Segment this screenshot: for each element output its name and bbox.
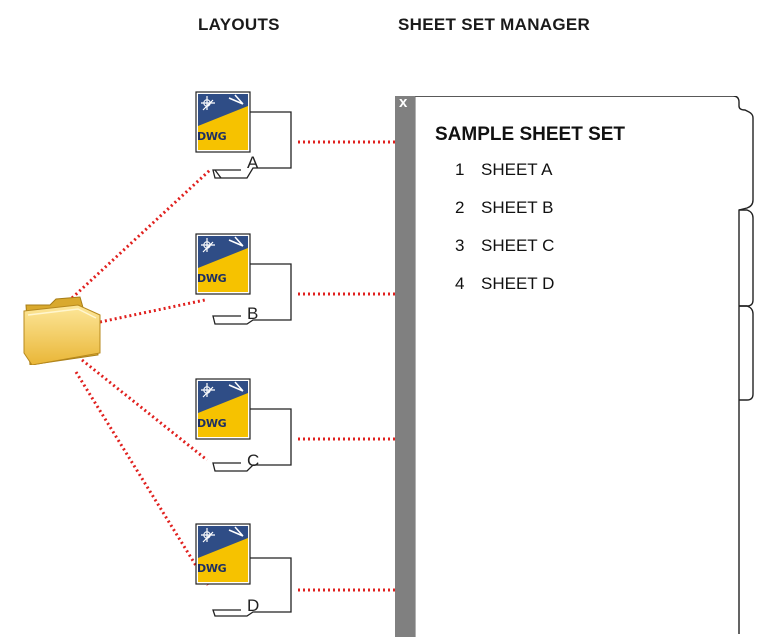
dwg-badge: DWG — [197, 272, 227, 285]
dwg-file-icon — [195, 91, 251, 153]
dwg-file-icon — [195, 233, 251, 295]
dwg-file-icon — [195, 523, 251, 585]
layout-a[interactable]: DWG A — [193, 90, 293, 184]
layout-b[interactable]: DWG B — [193, 232, 293, 326]
sheet-outline — [212, 111, 292, 179]
layout-letter: A — [247, 153, 259, 172]
divider-tab — [739, 209, 754, 307]
sheet-set-title[interactable]: SAMPLE SHEET SET — [435, 124, 626, 145]
sheet-outline — [212, 408, 292, 472]
layout-letter: C — [247, 451, 260, 470]
sheet-name: SHEET D — [481, 274, 555, 293]
sheet-outline — [212, 263, 292, 325]
dwg-badge: DWG — [197, 130, 227, 143]
sheet-list: 1 SHEET A 2 SHEET B 3 SHEET C 4 SHEET D — [455, 160, 554, 312]
sheet-number: 4 — [455, 274, 465, 293]
sheet-name: SHEET B — [481, 198, 554, 217]
layouts-heading: LAYOUTS — [198, 15, 280, 34]
sheet-list-item[interactable]: 3 SHEET C — [455, 236, 554, 274]
panel-outline — [415, 96, 754, 634]
sheet-list-item[interactable]: 2 SHEET B — [455, 198, 554, 236]
sheet-number: 1 — [455, 160, 465, 179]
sheet-number: 3 — [455, 236, 465, 255]
dwg-badge: DWG — [197, 417, 227, 430]
dwg-file-icon — [195, 378, 251, 440]
layout-letter: B — [247, 304, 259, 323]
sheet-list-item[interactable]: 4 SHEET D — [455, 274, 554, 312]
sheet-outline — [212, 557, 292, 617]
layout-letter: D — [247, 596, 260, 615]
folder-icon[interactable] — [22, 293, 102, 366]
folder-to-layout-b-line — [99, 298, 206, 324]
sheet-list-item[interactable]: 1 SHEET A — [455, 160, 554, 198]
sheet-set-manager-heading: SHEET SET MANAGER — [398, 15, 591, 34]
folder-to-layout-a-line — [70, 168, 212, 300]
layout-d[interactable]: DWG D — [193, 522, 293, 617]
layout-c[interactable]: DWG C — [193, 377, 293, 472]
sheet-number: 2 — [455, 198, 465, 217]
dwg-badge: DWG — [197, 562, 227, 575]
sheet-name: SHEET A — [481, 160, 553, 179]
panel-title-strip[interactable] — [395, 96, 415, 637]
sheet-name: SHEET C — [481, 236, 555, 255]
folder-to-layout-c-line — [81, 358, 208, 462]
folder-to-layout-d-line — [74, 371, 210, 586]
divider-tab — [739, 305, 754, 401]
close-icon[interactable]: x — [399, 94, 408, 111]
